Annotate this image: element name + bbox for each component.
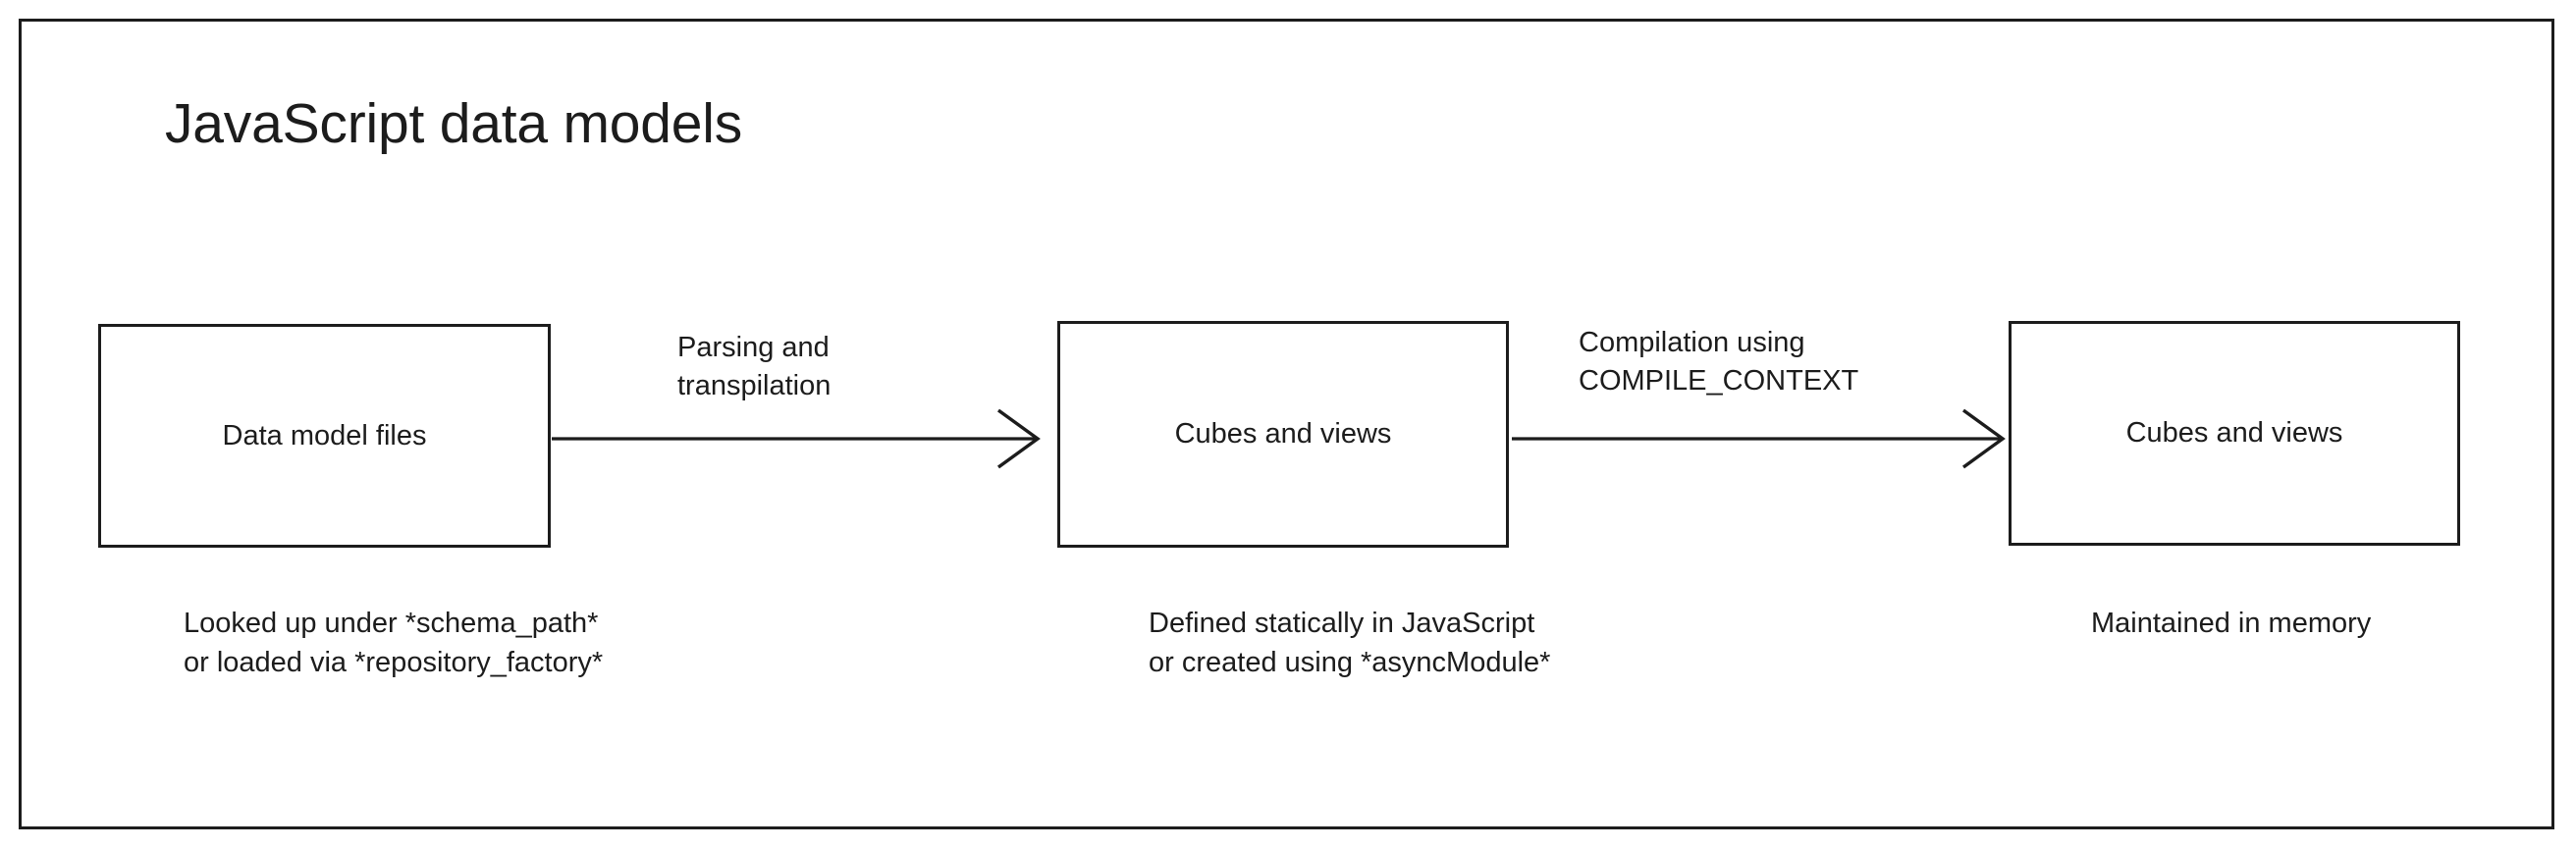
arrow-head-icon — [997, 408, 1041, 469]
node-caption-data-model-files: Looked up under *schema_path* or loaded … — [184, 608, 604, 679]
arrow-head-icon — [1962, 408, 2006, 469]
edge-label-parsing-and-transpilation: Parsing and transpilation — [677, 332, 832, 401]
edge-label-compilation-using-compile-context: Compilation using COMPILE_CONTEXT — [1579, 327, 1859, 397]
node-label-data-model-files: Data model files — [222, 419, 427, 452]
diagram-outer-frame — [19, 19, 2554, 829]
arrow-compilation-using-compile-context — [1512, 408, 2006, 469]
node-label-cubes-and-views-compiled: Cubes and views — [2125, 417, 2343, 450]
node-box-data-model-files[interactable]: Data model files — [98, 324, 551, 548]
page-title: JavaScript data models — [165, 92, 743, 155]
node-caption-cubes-and-views-parsed: Defined statically in JavaScript or crea… — [1149, 608, 1551, 679]
node-box-cubes-and-views-parsed[interactable]: Cubes and views — [1057, 321, 1509, 548]
node-caption-cubes-and-views-compiled: Maintained in memory — [2091, 608, 2372, 639]
arrow-parsing-and-transpilation — [552, 408, 1041, 469]
node-label-cubes-and-views-parsed: Cubes and views — [1174, 418, 1392, 451]
node-box-cubes-and-views-compiled[interactable]: Cubes and views — [2009, 321, 2460, 546]
